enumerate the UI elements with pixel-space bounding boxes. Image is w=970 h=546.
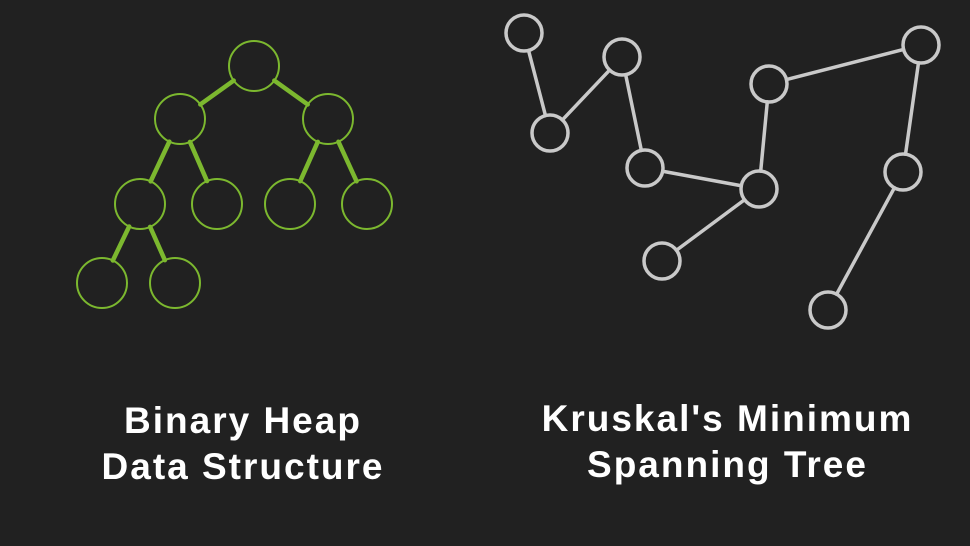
heap-node-left-right [191, 178, 243, 230]
mst-edge-a-b [526, 48, 548, 118]
heap-edge-left-to-left-left [148, 139, 172, 184]
binary-heap-diagram [76, 40, 393, 309]
heap-edge-left-to-left-right [187, 139, 210, 184]
heap-edge-left-left-to-left-left-right [147, 224, 168, 263]
mst-edge-h-i [903, 61, 921, 156]
heap-edge-left-left-to-left-left-left [110, 224, 132, 263]
mst-edge-i-j [834, 186, 897, 296]
heap-edge-root-to-right [272, 78, 310, 107]
mst-edge-g-h [784, 47, 906, 82]
mst-edge-e-f [674, 197, 747, 253]
binary-heap-caption: Binary Heap Data Structure [62, 398, 424, 490]
mst-edge-b-c [560, 68, 612, 122]
heap-node-left-left-left [76, 257, 128, 309]
mst-edge-c-d [623, 72, 644, 153]
mst-node-b [530, 113, 570, 153]
mst-node-e [739, 169, 779, 209]
mst-edge-d-e [660, 169, 744, 188]
mst-node-d [625, 148, 665, 188]
heap-edge-root-to-left [198, 78, 236, 107]
mst-node-i [883, 152, 923, 192]
heap-node-left [154, 93, 206, 145]
heap-node-right-left [264, 178, 316, 230]
mst-node-c [602, 37, 642, 77]
heap-node-left-left [114, 178, 166, 230]
mst-node-a [504, 13, 544, 53]
mst-node-h [901, 25, 941, 65]
heap-node-right [302, 93, 354, 145]
heap-edge-right-to-right-right [336, 139, 359, 184]
heap-node-left-left-right [149, 257, 201, 309]
mst-caption-line1: Kruskal's Minimum [541, 398, 914, 439]
binary-heap-caption-line2: Data Structure [101, 446, 385, 487]
binary-heap-caption-line1: Binary Heap [124, 400, 362, 441]
mst-node-j [808, 290, 848, 330]
mst-node-f [642, 241, 682, 281]
mst-caption: Kruskal's Minimum Spanning Tree [505, 396, 950, 488]
minimum-spanning-tree-diagram [504, 13, 941, 330]
heap-node-right-right [341, 178, 393, 230]
mst-edge-e-g [758, 100, 770, 173]
mst-caption-line2: Spanning Tree [587, 444, 868, 485]
heap-edge-right-to-right-left [297, 139, 321, 184]
heap-node-root [228, 40, 280, 92]
mst-node-g [749, 64, 789, 104]
